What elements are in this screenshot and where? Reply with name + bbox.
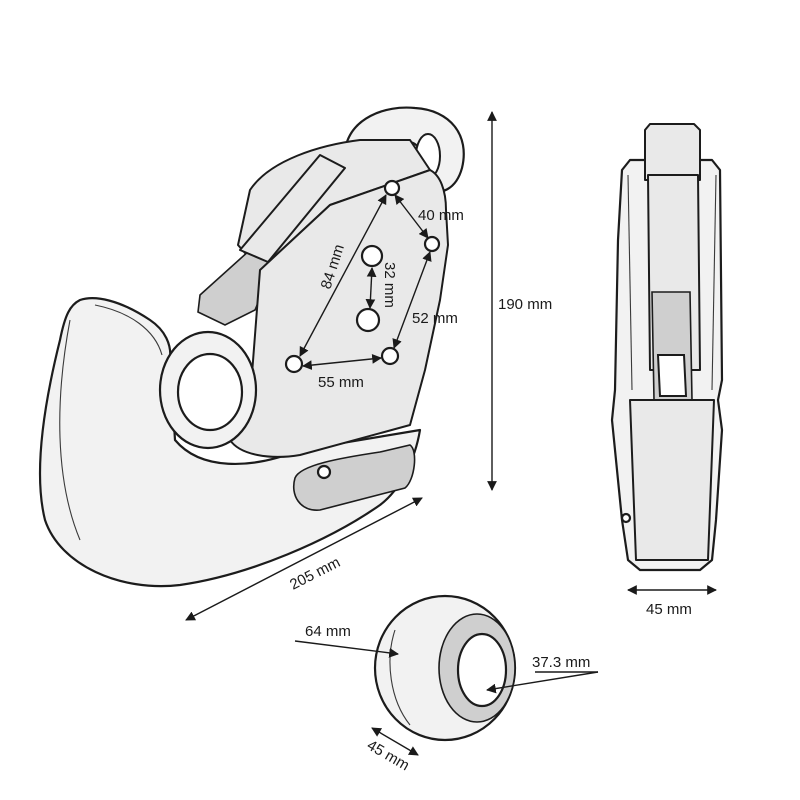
mounting-hole: [383, 179, 401, 197]
label-side-width: 45 mm: [646, 601, 692, 618]
label-overall-height: 190 mm: [498, 296, 552, 313]
side-pin: [620, 512, 632, 524]
label-ball-width: 45 mm: [364, 737, 412, 775]
label-hole-spacing-bottom: 55 mm: [318, 374, 364, 391]
hook-main-view: [38, 106, 465, 588]
hook-side-view: [610, 123, 724, 572]
label-hole-spacing-top: 40 mm: [418, 207, 464, 224]
side-top-eye: [644, 123, 701, 181]
mounting-hole: [423, 235, 441, 253]
dim-line-ball-bore: [486, 671, 599, 694]
slot-pin: [316, 464, 332, 480]
ball-bore: [456, 632, 508, 708]
label-hole-vertical: 32 mm: [381, 262, 398, 308]
mounting-hole: [355, 307, 381, 333]
hole-dimension-lines: [299, 194, 432, 370]
side-lower-block: [629, 399, 715, 561]
label-ball-outer: 64 mm: [305, 623, 351, 640]
mounting-hole: [360, 244, 384, 268]
dim-line-ball-width: [371, 727, 419, 756]
ball-socket-bore: [176, 352, 244, 432]
label-overall-length: 205 mm: [287, 554, 343, 594]
mounting-hole: [284, 354, 304, 374]
side-window-inner: [656, 354, 688, 397]
label-ball-bore: 37.3 mm: [532, 654, 590, 671]
label-hole-spacing-right: 52 mm: [412, 310, 458, 327]
ball-bush: [373, 594, 517, 742]
latch-plate: [239, 154, 346, 263]
dim-line-length: [185, 497, 423, 621]
dim-line-ball-outer: [294, 640, 399, 658]
mounting-hole: [380, 346, 400, 366]
